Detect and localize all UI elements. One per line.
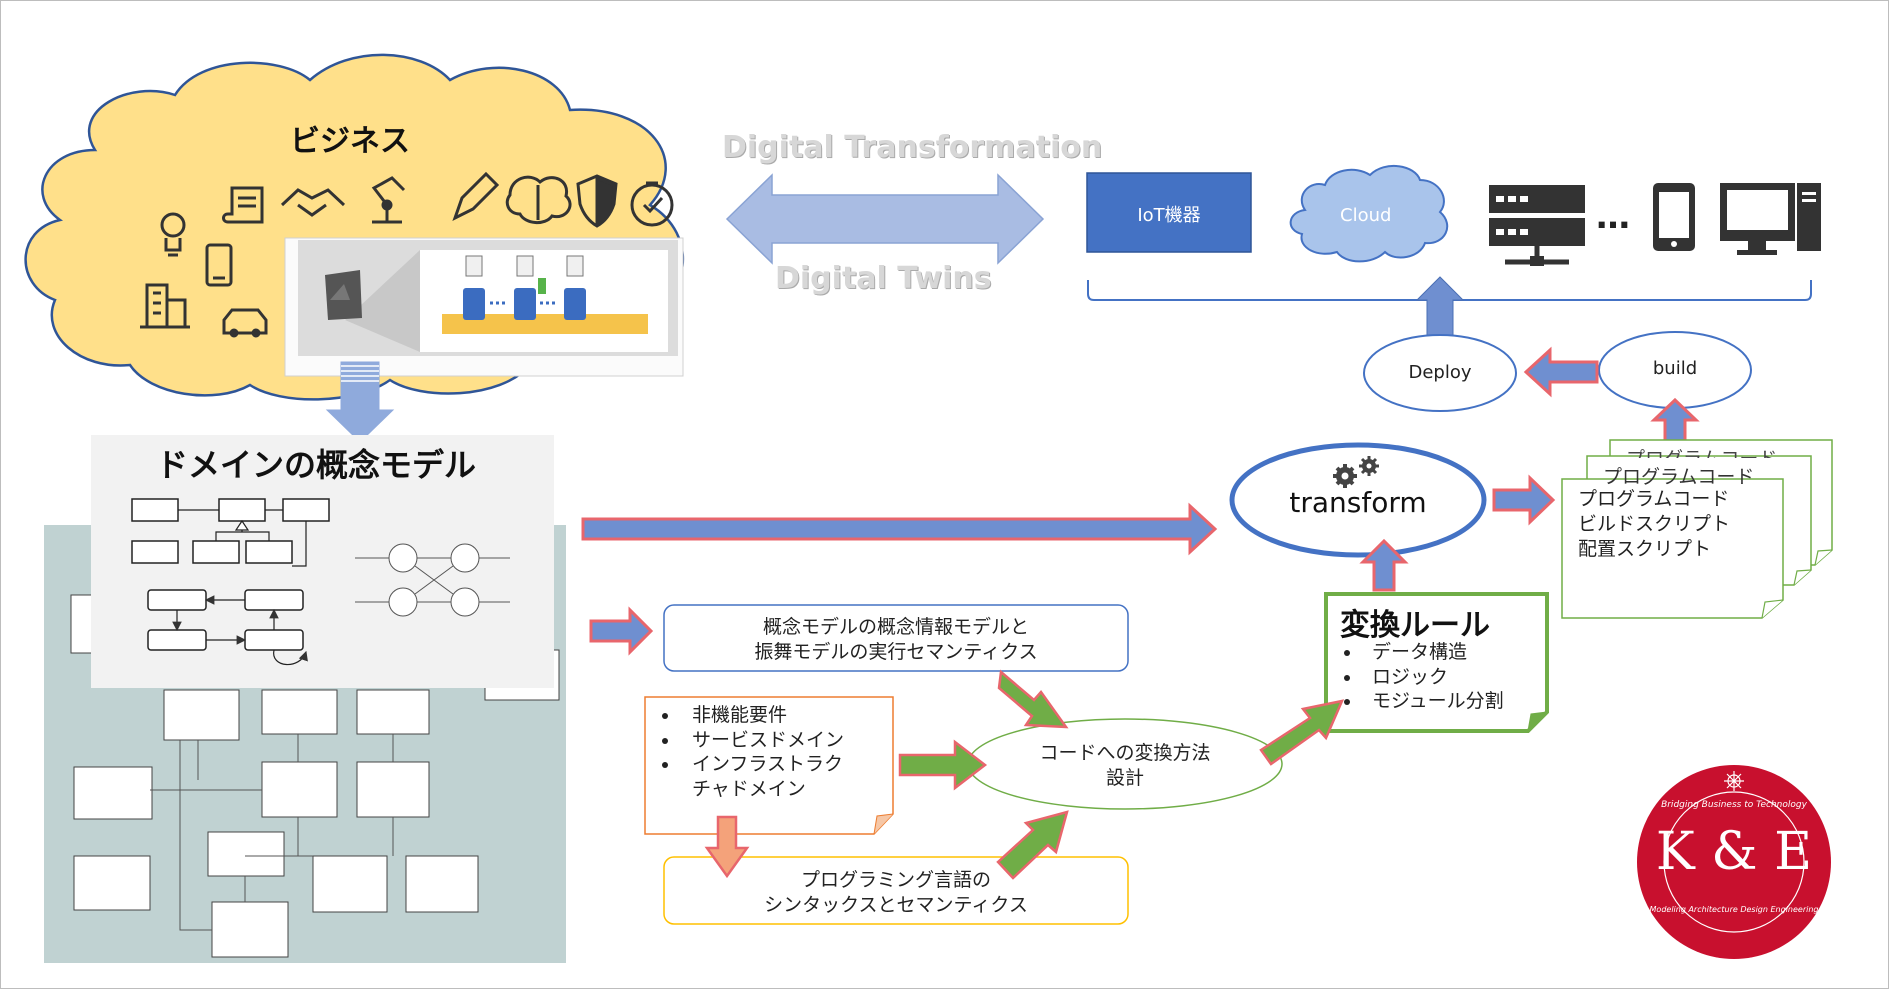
output-document-stack: [1561, 439, 1833, 619]
timer-icon: [630, 181, 674, 227]
class-diagram-lines: [178, 509, 307, 567]
petri-net-arcs: [355, 557, 510, 603]
model-to-concept-arrow: [589, 606, 654, 656]
output-doc-line-2: ビルドスクリプト: [1578, 513, 1731, 535]
nonfunctional-item: インフラストラク: [680, 752, 844, 777]
ke-logo: [1637, 765, 1831, 959]
code-method-line-1: コードへの変換方法: [1039, 742, 1211, 764]
nonfunctional-item: サービスドメイン: [680, 728, 844, 753]
model-to-transform-arrow: [581, 502, 1218, 556]
deploy-up-arrow: [1415, 276, 1465, 336]
state-machine-arrows: [172, 595, 308, 666]
gears-icon: [1333, 456, 1379, 488]
domain-model-title: ドメインの概念モデル: [156, 446, 477, 484]
language-to-method-arrow: [996, 810, 1069, 880]
business-to-model-arrow: [325, 361, 395, 443]
rules-item: データ構造: [1362, 640, 1504, 665]
concept-box-line-1: 概念モデルの概念情報モデルと: [762, 616, 1029, 638]
rules-item: モジュール分割: [1362, 689, 1504, 714]
cloud-shape: [1289, 164, 1449, 263]
arrow-stripes: [341, 365, 379, 382]
uml-connectors: [150, 734, 394, 931]
digital-twin-double-arrow: [725, 173, 1045, 265]
logo-top-arc-text: Bridging Business to Technology: [1661, 800, 1807, 810]
transform-label: transform: [1289, 486, 1427, 519]
cloud-label: Cloud: [1340, 205, 1392, 226]
rules-item: ロジック: [1362, 665, 1504, 690]
language-box-line-2: シンタックスとセマンティクス: [764, 894, 1028, 916]
concept-box-line-2: 振舞モデルの実行セマンティクス: [754, 641, 1038, 663]
output-doc-line-1: プログラムコード: [1578, 488, 1730, 510]
buildings-icon: [140, 283, 190, 329]
robot-arm-icon: [371, 176, 406, 224]
factory-illustration: [284, 237, 684, 377]
nonfunctional-item-continued: チャドメイン: [692, 778, 806, 801]
digital-transformation-label: Digital Transformation: [722, 130, 1103, 165]
server-icon: [1489, 185, 1585, 266]
build-to-deploy-arrow: [1523, 346, 1599, 398]
method-to-rules-arrow: [1259, 699, 1345, 766]
class-diagram-sketch: [131, 498, 330, 564]
device-ellipsis: …: [1596, 197, 1630, 237]
desktop-computer-icon: [1720, 183, 1821, 255]
shield-icon: [576, 174, 618, 228]
build-label: build: [1652, 358, 1698, 379]
document-icon: [222, 186, 264, 224]
rules-title: 変換ルール: [1340, 608, 1490, 643]
nonfunctional-item: 非機能要件: [680, 703, 844, 728]
nonfunctional-to-method-arrow: [898, 739, 988, 791]
transform-ellipse: [1229, 442, 1487, 558]
smartphone-icon: [1653, 183, 1695, 251]
brain-icon: [505, 175, 572, 224]
nonfunctional-to-language-arrow: [704, 815, 750, 879]
logo-bottom-arc-text: Modeling Architecture Design Engineering: [1649, 905, 1819, 914]
pencil-icon: [452, 171, 500, 221]
concept-box: [663, 604, 1129, 672]
concept-to-method-arrow: [997, 669, 1069, 729]
iot-device-box: [1086, 172, 1252, 253]
transform-to-output-arrow: [1492, 474, 1556, 526]
nonfunctional-list: 非機能要件 サービスドメイン インフラストラク チャドメイン: [662, 703, 844, 802]
handshake-icon: [280, 188, 346, 217]
language-box-line-1: プログラミング言語の: [800, 869, 991, 891]
rules-to-transform-arrow: [1359, 538, 1409, 592]
bulb-icon: [160, 212, 186, 257]
iot-label: IoT機器: [1137, 205, 1201, 226]
phone-icon: [205, 243, 233, 287]
uml-class-boxes: [70, 594, 560, 958]
digital-twins-label: Digital Twins: [775, 261, 992, 296]
deploy-ellipse: [1363, 334, 1517, 412]
business-title: ビジネス: [290, 124, 410, 159]
output-doc-back-text-2: プログラムコード: [1603, 466, 1755, 488]
output-doc-back-text-1: プログラムコード: [1626, 444, 1777, 458]
deploy-label: Deploy: [1408, 362, 1472, 383]
car-icon: [222, 308, 268, 338]
logo-main-text: K & E: [1655, 822, 1813, 882]
code-method-line-2: 設計: [1105, 767, 1144, 789]
output-doc-line-3: 配置スクリプト: [1578, 538, 1712, 560]
rules-list: データ構造 ロジック モジュール分割: [1344, 640, 1504, 714]
